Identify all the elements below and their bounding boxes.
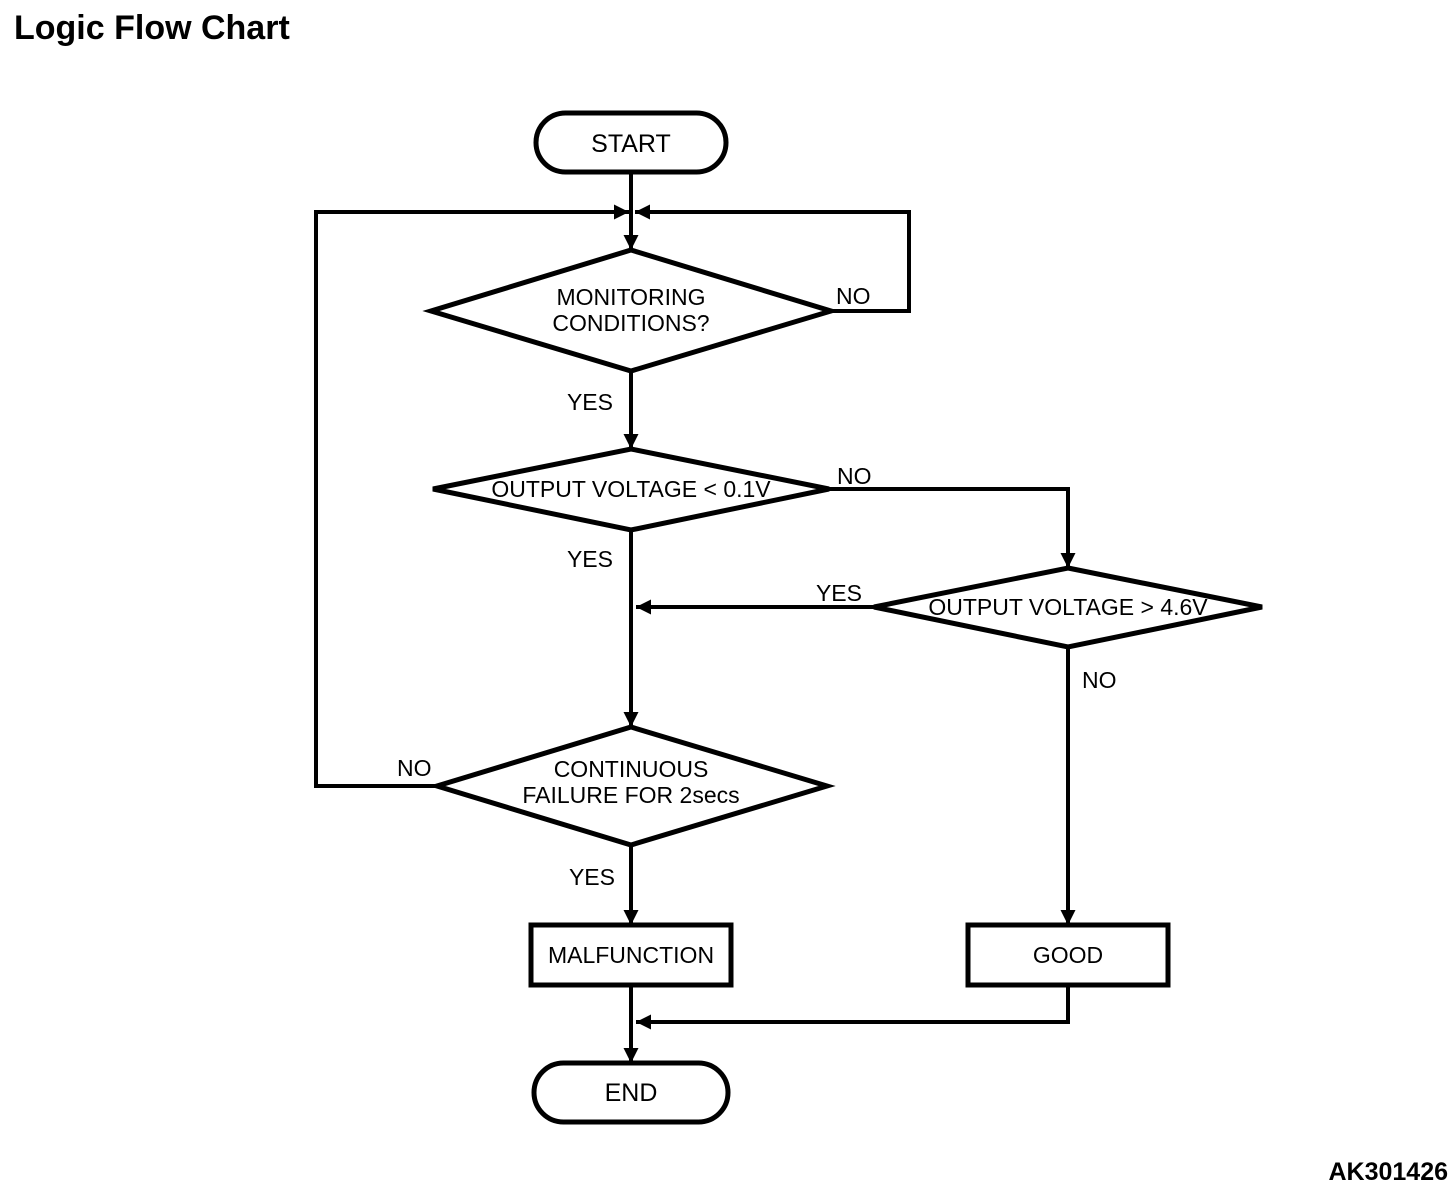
- monitoring-label-line1: MONITORING: [556, 284, 705, 310]
- monitoring-label-line2: CONDITIONS?: [552, 310, 709, 336]
- good-label: GOOD: [1033, 942, 1103, 968]
- connector-monitoring-no-loop: [635, 204, 911, 313]
- node-good: GOOD: [965, 922, 1171, 988]
- voltage-low-label: OUTPUT VOLTAGE < 0.1V: [491, 476, 771, 502]
- edge-label-voltage-high-no: NO: [1082, 667, 1117, 693]
- voltage-high-decision-shape: [873, 565, 1263, 650]
- continuous-failure-label-line2: FAILURE FOR 2secs: [522, 782, 739, 808]
- edge-label-continuous-no: NO: [397, 755, 432, 781]
- connector-good-to-end: [636, 985, 1070, 1030]
- edge-label-continuous-yes: YES: [569, 864, 615, 890]
- good-process-shape: [965, 922, 1171, 988]
- continuous-failure-decision-shape: [428, 724, 836, 848]
- node-monitoring-conditions: MONITORING CONDITIONS?: [422, 247, 840, 374]
- edge-label-voltage-low-no: NO: [837, 463, 872, 489]
- malfunction-process-shape: [528, 922, 734, 988]
- end-terminator-shape: [531, 1060, 731, 1125]
- malfunction-label: MALFUNCTION: [548, 942, 714, 968]
- node-malfunction: MALFUNCTION: [528, 922, 734, 988]
- connector-continuous-no-loop: [314, 204, 629, 788]
- connector-voltage-low-no: [829, 487, 1076, 568]
- node-end: END: [531, 1060, 731, 1125]
- edge-label-monitoring-yes: YES: [567, 389, 613, 415]
- node-output-voltage-low: OUTPUT VOLTAGE < 0.1V: [432, 446, 830, 533]
- end-label: END: [605, 1079, 658, 1107]
- edge-label-voltage-low-yes: YES: [567, 546, 613, 572]
- figure-code: AK301426: [1328, 1158, 1448, 1186]
- node-output-voltage-high: OUTPUT VOLTAGE > 4.6V: [873, 565, 1263, 650]
- continuous-failure-label-line1: CONTINUOUS: [554, 756, 709, 782]
- node-continuous-failure: CONTINUOUS FAILURE FOR 2secs: [428, 724, 836, 848]
- monitoring-decision-shape: [422, 247, 840, 374]
- edge-label-voltage-high-yes: YES: [816, 580, 862, 606]
- voltage-high-label: OUTPUT VOLTAGE > 4.6V: [928, 594, 1208, 620]
- node-start: START: [533, 110, 729, 175]
- start-terminator-shape: [533, 110, 729, 175]
- voltage-low-decision-shape: [432, 446, 830, 533]
- page-title: Logic Flow Chart: [14, 9, 290, 47]
- edge-label-monitoring-no: NO: [836, 283, 871, 309]
- start-label: START: [591, 130, 671, 158]
